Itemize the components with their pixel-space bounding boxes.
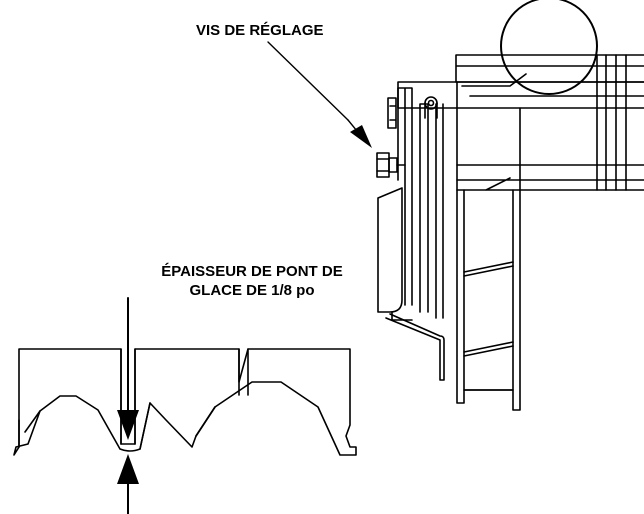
probe-tail [386, 314, 444, 380]
ice-slab-outline [14, 349, 356, 455]
bridge-label-line-1: ÉPAISSEUR DE PONT DE [161, 263, 343, 280]
bridge-thickness-label: ÉPAISSEUR DE PONT DE GLACE DE 1/8 po [150, 262, 354, 300]
top-housing [456, 55, 644, 82]
ice-slab [14, 349, 356, 455]
probe-bracket [398, 88, 443, 318]
bracket-bolt [388, 98, 396, 128]
cylinder [501, 0, 597, 94]
evaporator-assembly [377, 0, 644, 410]
adjusting-screw-label: VIS DE RÉGLAGE [196, 22, 324, 39]
bridge-label-line-2: GLACE DE 1/8 po [189, 282, 315, 299]
column-tray-dividers [464, 262, 513, 390]
evaporator-column [457, 108, 520, 410]
screw-icon [377, 153, 405, 177]
housing-shade [462, 74, 644, 96]
cube-divider [121, 349, 248, 444]
arrow-icon [117, 298, 139, 440]
arrow-icon [268, 42, 372, 148]
scallop-edge [19, 403, 215, 449]
lower-bar [457, 165, 644, 190]
frame-right [597, 55, 626, 190]
probe-paddle [378, 188, 402, 312]
arrow-icon [117, 454, 139, 514]
